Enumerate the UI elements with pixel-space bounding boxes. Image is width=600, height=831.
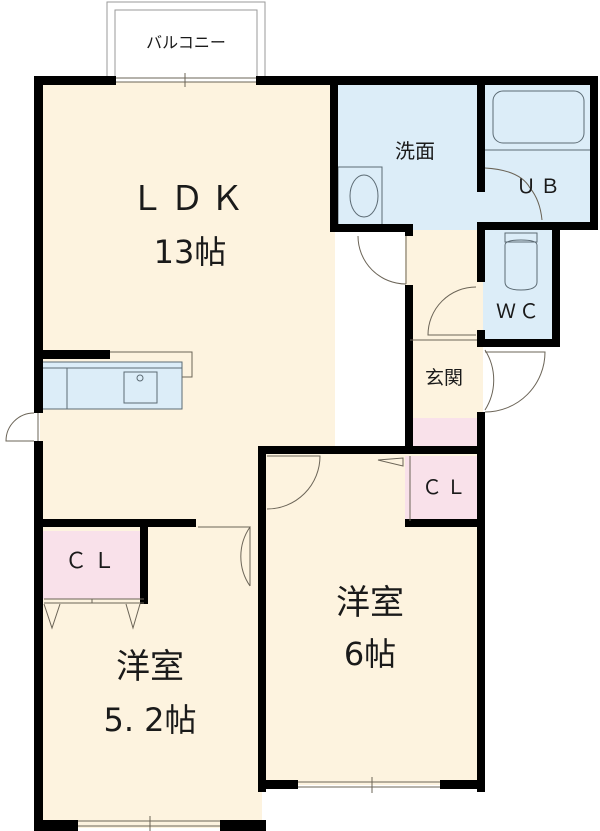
room-name-closet-left: ＣＬ bbox=[64, 549, 121, 574]
balcony-label: バルコニー bbox=[146, 33, 226, 52]
room-size-western-6: 6帖 bbox=[343, 635, 397, 673]
room-size-western-5: 5. 2帖 bbox=[103, 701, 197, 739]
room-name-ldk: ＬＤＫ bbox=[130, 179, 250, 219]
room-name-entrance: 玄関 bbox=[424, 367, 463, 389]
room-name-toilet: ＷＣ bbox=[496, 299, 542, 323]
room-name-western-5: 洋室 bbox=[116, 647, 184, 687]
room-name-bath: ＵＢ bbox=[516, 174, 564, 198]
room-size-ldk: 13帖 bbox=[153, 233, 227, 271]
room-name-washroom: 洗面 bbox=[395, 139, 435, 163]
room-name-closet-right: ＣＬ bbox=[422, 475, 470, 499]
room-name-western-6: 洋室 bbox=[336, 583, 404, 623]
